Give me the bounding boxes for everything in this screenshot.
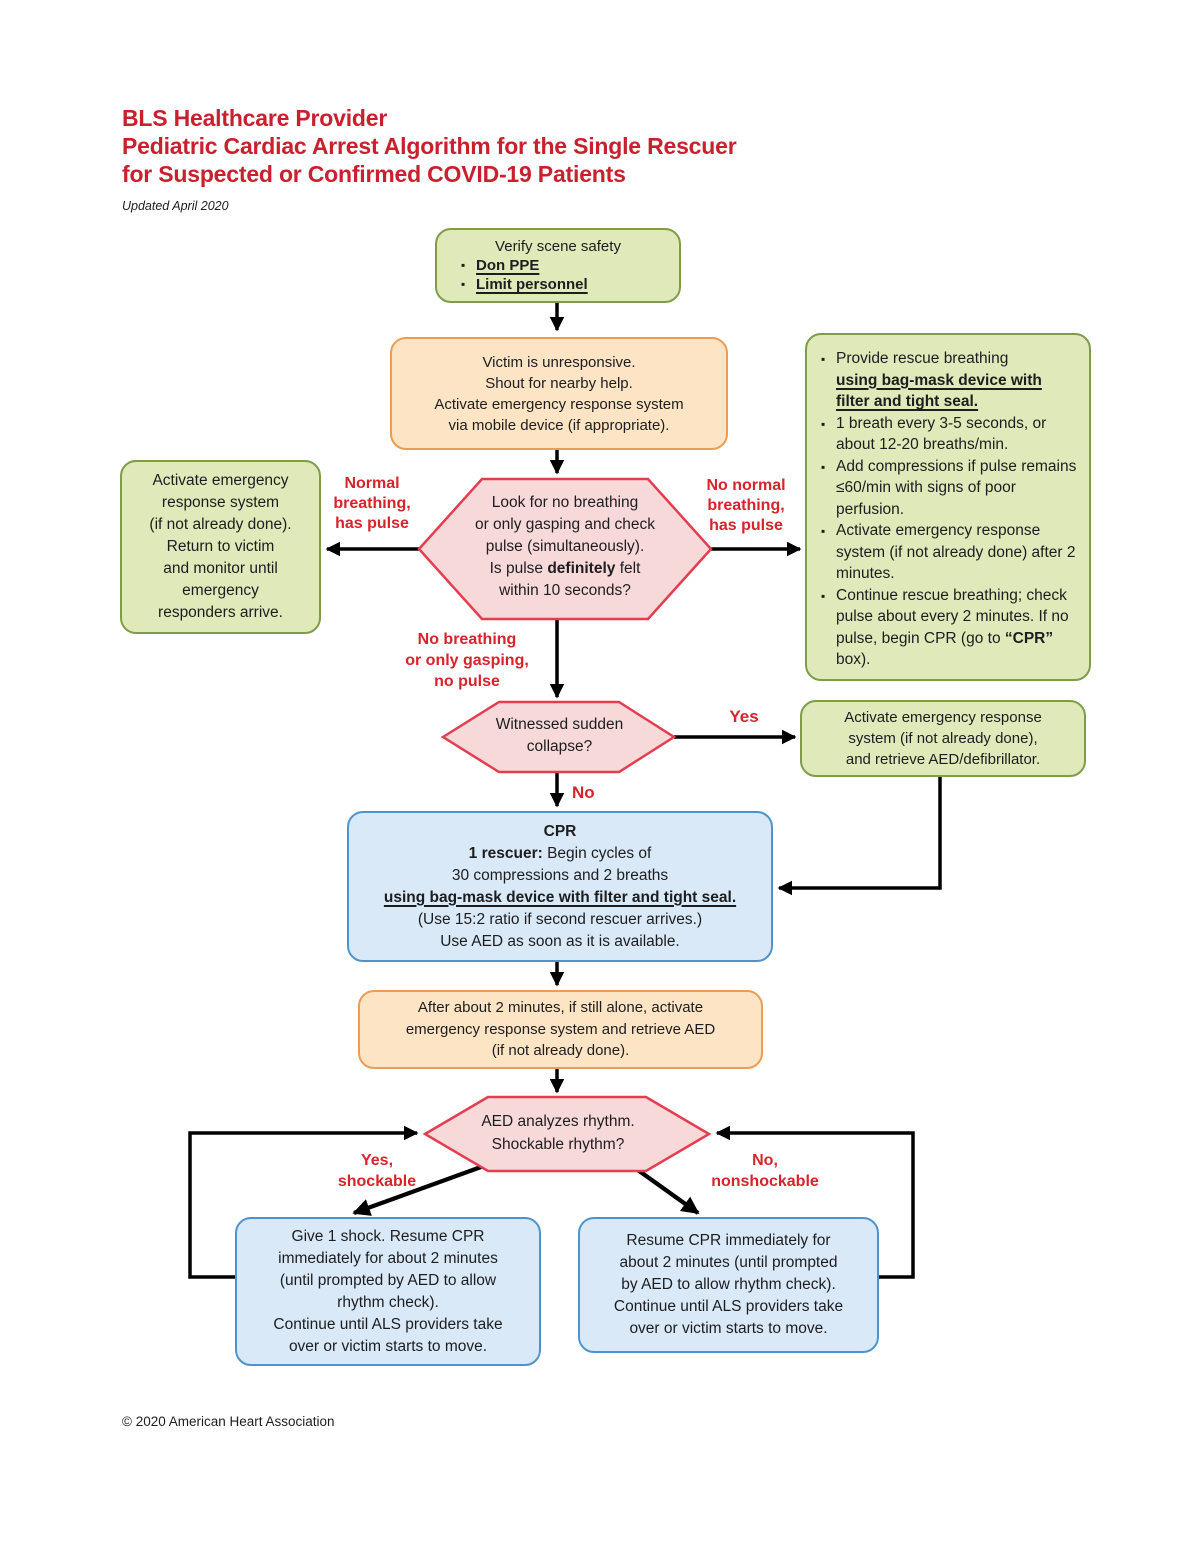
label-yes: Yes: [729, 707, 759, 726]
updated-date: Updated April 2020: [122, 199, 229, 213]
arrow-aedbox-to-cpr: [777, 777, 942, 896]
cpr-title: CPR: [543, 822, 577, 840]
arrow-aed-shockable: [352, 1161, 493, 1216]
label-no-nonshockable: No,nonshockable: [711, 1152, 819, 1190]
rescue-breathing-bullet: Add compressions if pulse remains ≤60/mi…: [821, 456, 1079, 521]
rescue-breathing-bullet: Continue rescue breathing; check pulse a…: [821, 585, 1079, 671]
witnessed-collapse-hexagon: [440, 700, 677, 774]
scene-safety-title: Verify scene safety: [495, 238, 621, 255]
label-no: No: [572, 783, 595, 802]
pulse-check-hexagon: [417, 477, 713, 621]
verify-scene-safety-box: Verify scene safety Don PPE Limit person…: [435, 228, 681, 303]
rescue-breathing-bullet: Activate emergency response system (if n…: [821, 520, 1079, 585]
scene-safety-bullet: Don PPE: [461, 256, 667, 275]
scene-safety-bullet: Limit personnel: [461, 275, 667, 294]
victim-unresponsive-box: Victim is unresponsive.Shout for nearby …: [390, 337, 728, 450]
copyright-notice: © 2020 American Heart Association: [122, 1414, 335, 1429]
loop-giveshock-to-aed: [188, 1125, 419, 1279]
rescue-breathing-box: Provide rescue breathing using bag-mask …: [805, 333, 1091, 681]
rescue-breathing-bullet: Provide rescue breathing using bag-mask …: [821, 348, 1079, 413]
loop-resumecpr-to-aed: [715, 1125, 915, 1279]
cpr-box: CPR 1 rescuer: Begin cycles of 30 compre…: [347, 811, 773, 962]
after-2-minutes-box: After about 2 minutes, if still alone, a…: [358, 990, 763, 1069]
aed-rhythm-hexagon: [422, 1095, 712, 1173]
aed-rhythm-decision-text: AED analyzes rhythm.Shockable rhythm?: [481, 1113, 635, 1153]
rescue-breathing-bullet: 1 breath every 3-5 seconds, or about 12-…: [821, 413, 1079, 456]
pulse-check-decision-text: Look for no breathing or only gasping an…: [474, 494, 656, 599]
label-yes-shockable: Yes,shockable: [337, 1152, 417, 1190]
